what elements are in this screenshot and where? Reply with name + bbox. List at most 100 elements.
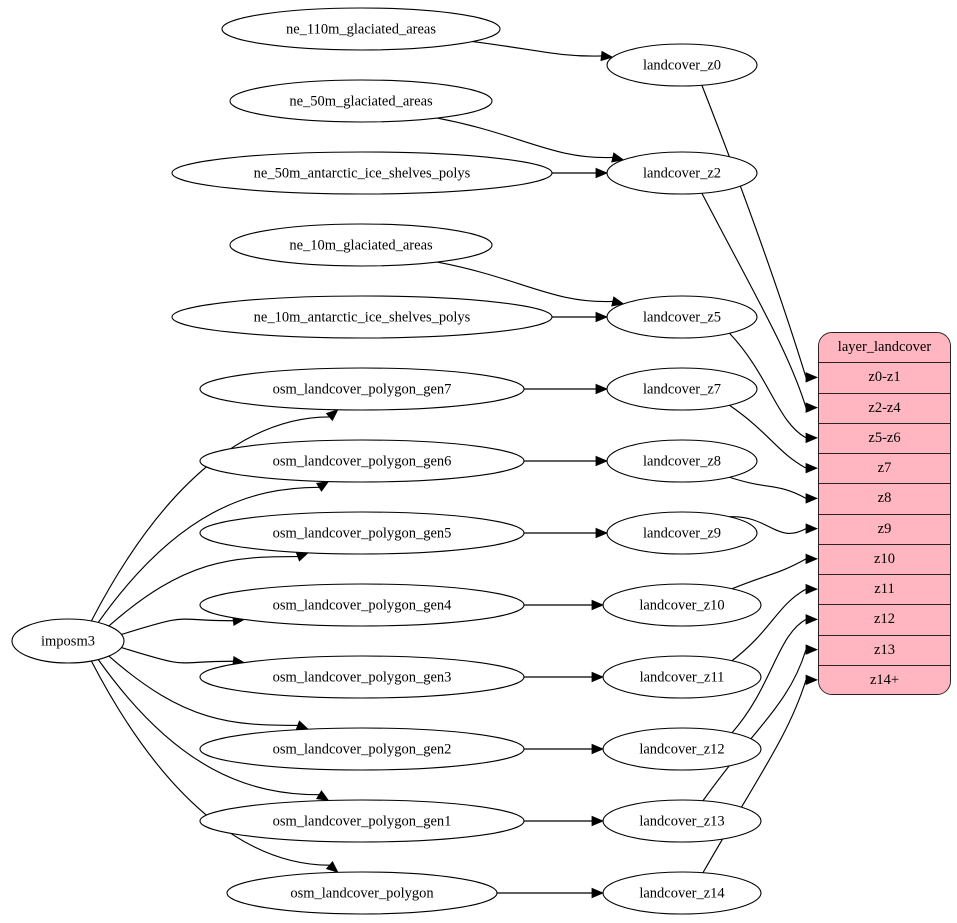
node-osm_landcover_polygon_gen1[interactable]: osm_landcover_polygon_gen1 (199, 799, 525, 843)
edge-landcover_z2-to-z2-z4 (701, 192, 807, 408)
node-label-landcover_z7: landcover_z7 (643, 381, 721, 397)
edge-landcover_z10-to-z10 (731, 558, 807, 590)
node-label-landcover_z14: landcover_z14 (639, 885, 725, 901)
node-label-osm_landcover_polygon_gen3: osm_landcover_polygon_gen3 (273, 669, 452, 685)
node-label-landcover_z2: landcover_z2 (643, 165, 721, 181)
edge-ne_110m_glaciated_areas-to-landcover_z0 (472, 40, 602, 57)
node-shape-osm_landcover_polygon_gen2 (199, 727, 525, 771)
node-landcover_z8[interactable]: landcover_z8 (606, 439, 758, 483)
node-osm_landcover_polygon_gen6[interactable]: osm_landcover_polygon_gen6 (199, 439, 525, 483)
edge-osm_landcover_polygon_gen1-to-landcover_z13-arrowhead (591, 815, 605, 827)
node-osm_landcover_polygon[interactable]: osm_landcover_polygon (226, 871, 498, 915)
node-shape-ne_50m_glaciated_areas (229, 79, 493, 123)
edge-imposm3-to-osm_landcover_polygon_gen7-arrowhead (325, 409, 339, 422)
node-label-osm_landcover_polygon_gen4: osm_landcover_polygon_gen4 (273, 597, 453, 613)
edge-landcover_z0-to-z0-z1 (701, 85, 807, 378)
node-osm_landcover_polygon_gen2[interactable]: osm_landcover_polygon_gen2 (199, 727, 525, 771)
node-label-ne_10m_antarctic_ice_shelves_polys: ne_10m_antarctic_ice_shelves_polys (254, 309, 471, 325)
record-row-z13[interactable]: z13 (819, 635, 950, 666)
node-ne_10m_glaciated_areas[interactable]: ne_10m_glaciated_areas (229, 223, 493, 267)
record-row-z14-[interactable]: z14+ (819, 665, 950, 694)
node-label-osm_landcover_polygon_gen1: osm_landcover_polygon_gen1 (273, 813, 452, 829)
node-ne_50m_antarctic_ice_shelves_polys[interactable]: ne_50m_antarctic_ice_shelves_polys (171, 151, 553, 195)
node-shape-ne_10m_antarctic_ice_shelves_polys (171, 295, 553, 339)
edge-landcover_z9-to-z9 (729, 516, 807, 534)
node-ne_50m_glaciated_areas[interactable]: ne_50m_glaciated_areas (229, 79, 493, 123)
node-shape-osm_landcover_polygon_gen7 (199, 367, 525, 411)
record-row-z12[interactable]: z12 (819, 605, 950, 636)
edge-landcover_z8-to-z8-arrowhead (805, 493, 819, 504)
edge-imposm3-to-osm_landcover_polygon_gen6 (97, 486, 320, 623)
node-imposm3[interactable]: imposm3 (11, 618, 125, 664)
record-row-z11[interactable]: z11 (819, 575, 950, 606)
edge-landcover_z5-to-z5-z6-arrowhead (805, 432, 819, 444)
edge-osm_landcover_polygon_gen3-to-landcover_z11-arrowhead (591, 671, 605, 683)
edge-landcover_z14-to-z14+ (702, 679, 807, 874)
edge-landcover_z12-to-z12-arrowhead (805, 614, 819, 625)
record-row-z5-z6[interactable]: z5-z6 (819, 423, 950, 454)
node-label-landcover_z9: landcover_z9 (643, 525, 721, 541)
node-ne_110m_glaciated_areas[interactable]: ne_110m_glaciated_areas (221, 7, 501, 51)
node-ne_10m_antarctic_ice_shelves_polys[interactable]: ne_10m_antarctic_ice_shelves_polys (171, 295, 553, 339)
edge-ne_50m_antarctic_ice_shelves_polys-to-landcover_z2-arrowhead (595, 167, 609, 179)
edge-imposm3-to-osm_landcover_polygon_gen1 (97, 659, 320, 796)
record-row-z7[interactable]: z7 (819, 454, 950, 485)
node-shape-landcover_z5 (606, 295, 758, 339)
node-shape-landcover_z12 (602, 727, 762, 771)
node-label-osm_landcover_polygon_gen7: osm_landcover_polygon_gen7 (273, 381, 452, 397)
node-landcover_z2[interactable]: landcover_z2 (606, 151, 758, 195)
edge-imposm3-to-osm_landcover_polygon_gen2-arrowhead (295, 720, 310, 731)
edge-osm_landcover_polygon-to-landcover_z14-arrowhead (591, 887, 605, 899)
edge-landcover_z2-to-z2-z4-arrowhead (805, 402, 819, 413)
edge-landcover_z5-to-z5-z6 (729, 332, 807, 439)
edge-ne_10m_antarctic_ice_shelves_polys-to-landcover_z5-arrowhead (595, 311, 609, 323)
record-row-z0-z1[interactable]: z0-z1 (819, 363, 950, 394)
node-shape-ne_50m_antarctic_ice_shelves_polys (171, 151, 553, 195)
node-landcover_z0[interactable]: landcover_z0 (606, 43, 758, 87)
record-row-z2-z4[interactable]: z2-z4 (819, 393, 950, 424)
node-shape-osm_landcover_polygon_gen6 (199, 439, 525, 483)
record-row-z8[interactable]: z8 (819, 484, 950, 515)
edge-imposm3-to-osm_landcover_polygon_gen2 (108, 655, 298, 726)
edge-ne_50m_glaciated_areas-to-landcover_z2-arrowhead (611, 152, 625, 163)
edge-imposm3-to-osm_landcover_polygon-arrowhead (325, 860, 339, 874)
node-label-osm_landcover_polygon: osm_landcover_polygon (290, 885, 434, 901)
node-landcover_z5[interactable]: landcover_z5 (606, 295, 758, 339)
node-landcover_z11[interactable]: landcover_z11 (602, 655, 762, 699)
edge-imposm3-to-osm_landcover_polygon_gen6-arrowhead (316, 481, 330, 492)
edge-landcover_z0-to-z0-z1-arrowhead (805, 372, 819, 383)
edge-imposm3-to-osm_landcover_polygon_gen4 (121, 618, 234, 636)
node-label-ne_50m_antarctic_ice_shelves_polys: ne_50m_antarctic_ice_shelves_polys (254, 165, 471, 181)
record-row-z9[interactable]: z9 (819, 514, 950, 545)
edge-landcover_z7-to-z7-arrowhead (805, 462, 819, 474)
node-shape-landcover_z0 (606, 43, 758, 87)
node-landcover_z14[interactable]: landcover_z14 (602, 871, 762, 915)
node-shape-landcover_z13 (602, 799, 762, 843)
node-osm_landcover_polygon_gen4[interactable]: osm_landcover_polygon_gen4 (199, 583, 525, 627)
node-landcover_z7[interactable]: landcover_z7 (606, 367, 758, 411)
node-landcover_z13[interactable]: landcover_z13 (602, 799, 762, 843)
edge-ne_50m_glaciated_areas-to-landcover_z2 (437, 117, 613, 159)
edge-landcover_z12-to-z12 (731, 618, 807, 734)
node-landcover_z9[interactable]: landcover_z9 (606, 511, 758, 555)
node-landcover_z10[interactable]: landcover_z10 (602, 583, 762, 627)
node-label-ne_110m_glaciated_areas: ne_110m_glaciated_areas (286, 21, 436, 37)
node-shape-landcover_z11 (602, 655, 762, 699)
edge-osm_landcover_polygon_gen6-to-landcover_z8-arrowhead (595, 455, 609, 467)
node-shape-imposm3 (11, 618, 125, 664)
node-landcover_z12[interactable]: landcover_z12 (602, 727, 762, 771)
node-osm_landcover_polygon_gen3[interactable]: osm_landcover_polygon_gen3 (199, 655, 525, 699)
node-osm_landcover_polygon_gen7[interactable]: osm_landcover_polygon_gen7 (199, 367, 525, 411)
node-shape-landcover_z10 (602, 583, 762, 627)
record-row-z10[interactable]: z10 (819, 544, 950, 575)
node-osm_landcover_polygon_gen5[interactable]: osm_landcover_polygon_gen5 (199, 511, 525, 555)
edge-imposm3-to-osm_landcover_polygon_gen5 (108, 556, 298, 627)
node-label-landcover_z8: landcover_z8 (643, 453, 721, 469)
edge-landcover_z11-to-z11 (731, 588, 807, 662)
edge-imposm3-to-osm_landcover_polygon_gen1-arrowhead (316, 790, 330, 801)
node-label-landcover_z12: landcover_z12 (639, 741, 724, 757)
node-shape-ne_110m_glaciated_areas (221, 7, 501, 51)
